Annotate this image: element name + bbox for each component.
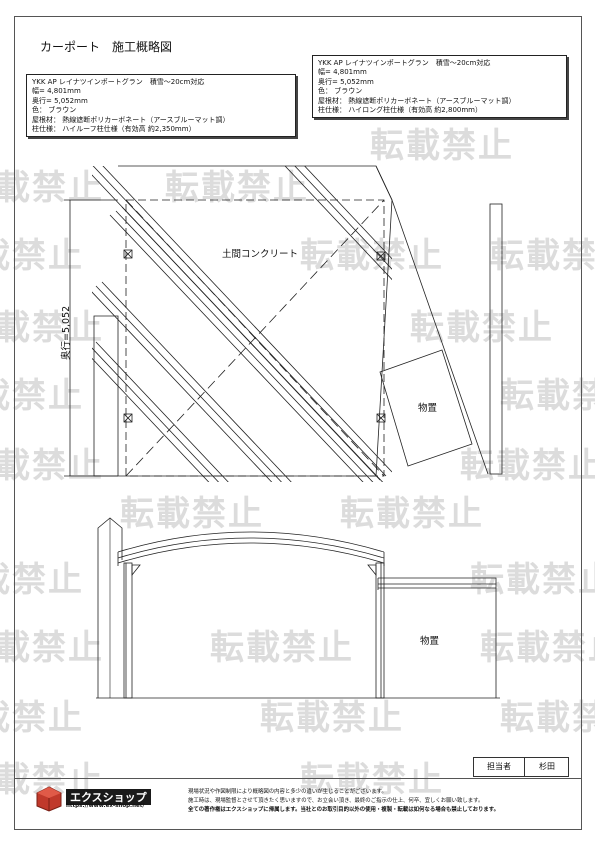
lot-outline-left [93,348,118,477]
spec-box-right: YKK AP レイナツインポートグラン 積雪～20cm対応 幅= 4,801mm… [312,55,567,118]
arch-roof [117,531,385,553]
spec-line: 色： ブラウン [32,106,77,115]
depth-dimension [64,199,118,477]
footer-divider [14,778,582,779]
signature-name: 杉田 [539,762,555,771]
post-marker [123,413,133,423]
signature-box: 担当者 杉田 [473,757,569,777]
note-line: 現場状況や作図制限により概略図の内容と多少の違いが生じることがございます。 [188,789,387,795]
spec-box-left: YKK AP レイナツインポートグラン 積雪～20cm対応 幅= 4,801mm… [26,74,296,137]
footer-notes: 現場状況や作図制限により概略図の内容と多少の違いが生じることがございます。 施工… [188,788,568,815]
spec-line: 奥行= 5,052mm [318,77,374,86]
right-wall [489,203,503,475]
carport-post-left [123,562,133,699]
spec-line: 屋根材： 熱線遮断ポリカーボネート（アースブルーマット調） [32,115,230,124]
logo-url[interactable]: https://www.ex-shop.net/ [66,803,145,809]
spec-line: YKK AP レイナツインポートグラン 積雪～20cm対応 [318,59,491,67]
spec-line: 柱仕様： ハイロング柱仕様（有効高 約2,800mm） [318,106,482,115]
post-marker [376,413,386,423]
storage-shed-elevation [378,577,497,698]
plan-view [92,165,503,482]
elevation-view [96,517,500,699]
drawing-title: カーポート 施工概略図 [40,40,173,54]
ex-shop-logo-icon [36,786,62,812]
roof-rafters [92,166,392,482]
spec-line: 奥行= 5,052mm [32,96,88,105]
spec-line: 色： ブラウン [318,87,363,96]
spec-line: YKK AP レイナツインポートグラン 積雪～20cm対応 [32,78,205,86]
note-line: 全ての著作権はエクスショップに帰属します。当社とのお取引目的以外の使用・複製・転… [188,807,500,813]
concrete-label: 土間コンクリート [222,246,299,260]
spec-line: 屋根材： 熱線遮断ポリカーボネート（アースブルーマット調） [318,96,516,105]
signature-role: 担当者 [474,758,525,776]
post-marker [123,249,133,259]
carport-frame-dashed [125,199,385,477]
post-marker [376,251,386,261]
storage-plan-label: 物置 [418,403,438,414]
note-line: 施工時は、現場監督とさせて頂きたく思いますので、お立会い頂き、最終のご指示の仕上… [188,798,484,804]
storage-shed-plan [379,349,473,467]
spec-line: 幅= 4,801mm [32,87,81,96]
spec-line: 幅= 4,801mm [318,68,367,77]
spec-line: 柱仕様： ハイルーフ柱仕様（有効高 約2,350mm） [32,125,196,134]
storage-elevation-label: 物置 [420,636,440,647]
boundary-wall [375,165,489,475]
depth-label: 奥行=5,052 [61,305,72,360]
carport-post-right [375,562,385,699]
drawing-sheet-border [14,16,582,830]
logo-name: エクスショップ [66,789,151,805]
